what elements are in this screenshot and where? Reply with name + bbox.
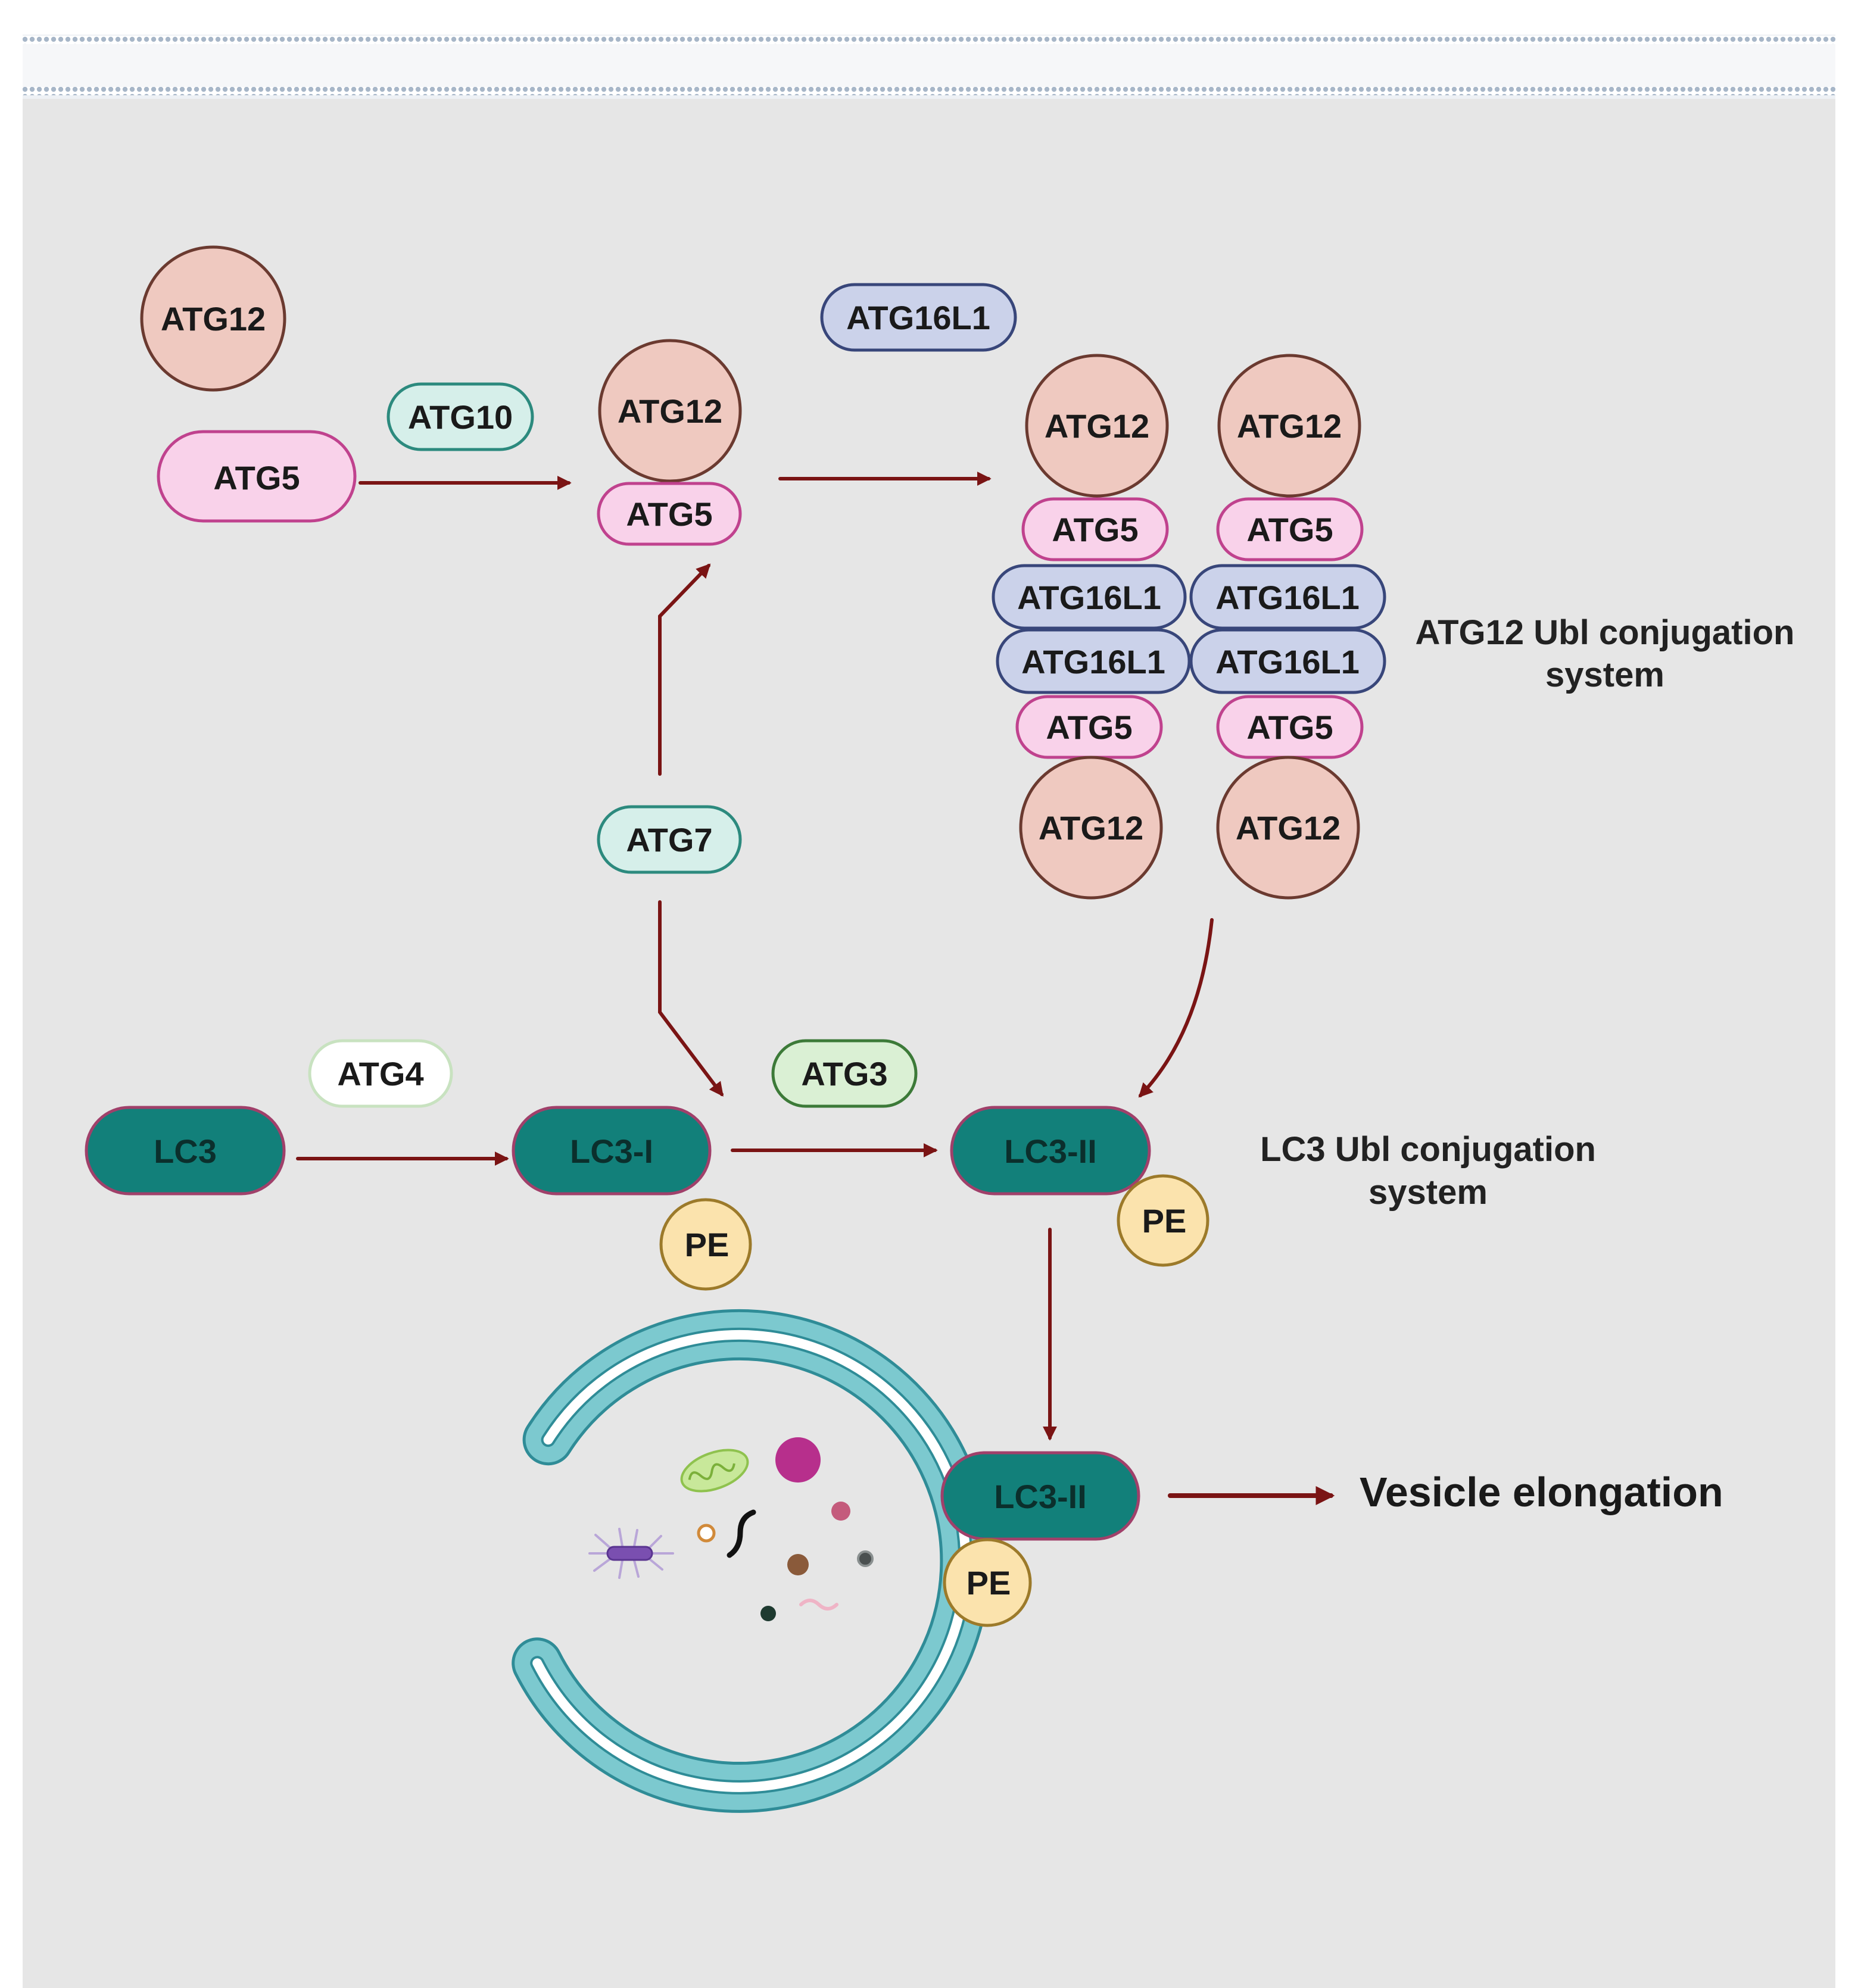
cargo-dot-gray-icon: [857, 1550, 874, 1567]
atg16l1-free-label: ATG16L1: [846, 299, 990, 336]
complex-atg12-top-left: ATG12: [1045, 407, 1149, 445]
complex-column-right: ATG12 ATG5 ATG16L1 ATG16L1 ATG5 ATG12: [1189, 354, 1386, 900]
lc3-i-protein: LC3-I: [512, 1106, 712, 1196]
arrows: [296, 472, 1335, 1505]
complex-atg16l1-upper-right: ATG16L1: [1215, 579, 1360, 616]
atg12-system-label-line2: system: [1545, 656, 1664, 694]
lc3-label: LC3: [154, 1132, 217, 1170]
atg12-atg5-conjugate: ATG12 ATG5: [597, 339, 742, 546]
atg10-enzyme: ATG10: [386, 382, 534, 451]
vesicle-elongation-label: Vesicle elongation: [1360, 1469, 1723, 1515]
atg4-enzyme: ATG4: [308, 1039, 453, 1108]
atg5-free-label: ATG5: [213, 459, 300, 497]
lc3-system-label-line1: LC3 Ubl conjugation: [1260, 1130, 1596, 1169]
complex-atg16l1-lower-left: ATG16L1: [1021, 643, 1165, 681]
pe-lipid-membrane: PE: [943, 1538, 1032, 1627]
atg12-free: ATG12: [140, 245, 286, 392]
complex-atg12-bottom-right: ATG12: [1236, 809, 1340, 847]
lc3-i-label: LC3-I: [570, 1132, 653, 1170]
arrow-complex-to-lc3-ii: [1138, 918, 1214, 1098]
arrow-atg7-to-lc3-i: [658, 900, 724, 1097]
mitochondrion-icon: [680, 1449, 749, 1493]
complex-atg16l1-upper-left: ATG16L1: [1017, 579, 1161, 616]
cargo-dot-brown-icon: [787, 1554, 809, 1575]
complex-atg5-bottom-left: ATG5: [1046, 709, 1132, 746]
cell-membrane: [23, 35, 1835, 99]
atg5-free: ATG5: [157, 430, 357, 523]
vesicle-cargo-icon: [775, 1437, 821, 1483]
atg10-label: ATG10: [408, 398, 513, 436]
lc3-protein: LC3: [85, 1106, 286, 1196]
lc3-ii-membrane-label: LC3-II: [994, 1478, 1087, 1515]
arrow-atg7-to-atg12-atg5: [658, 563, 711, 776]
complex-atg5-top-right: ATG5: [1246, 511, 1333, 548]
atg12-system-label-line1: ATG12 Ubl conjugation: [1416, 613, 1795, 652]
lc3-system-label-line2: system: [1368, 1173, 1488, 1212]
pe-lipid-lc3-ii: PE: [1117, 1174, 1209, 1267]
rna-strand-icon: [727, 1509, 756, 1558]
complex-atg12-bottom-left: ATG12: [1039, 809, 1143, 847]
atg3-label: ATG3: [801, 1055, 887, 1093]
lc3-ii-label: LC3-II: [1004, 1132, 1097, 1170]
pe-lipid-free: PE: [659, 1198, 752, 1291]
complex-atg5-top-left: ATG5: [1052, 511, 1138, 548]
cargo-dot-dark-icon: [760, 1606, 776, 1621]
bacterium-icon: [588, 1528, 674, 1579]
atg12-conjugate-label: ATG12: [618, 392, 722, 430]
pe-free-label: PE: [685, 1226, 730, 1263]
atg4-label: ATG4: [337, 1055, 423, 1093]
atg5-conjugate-label: ATG5: [626, 495, 712, 533]
atg3-enzyme: ATG3: [771, 1039, 918, 1108]
atg12-free-label: ATG12: [161, 300, 266, 338]
atg7-enzyme: ATG7: [597, 805, 742, 874]
lc3-ii-membrane-bound: LC3-II: [940, 1451, 1140, 1541]
cargo-dot-pink-icon: [831, 1502, 850, 1521]
atg7-label: ATG7: [626, 821, 712, 859]
phagophore-cargo: [588, 1437, 874, 1621]
atg16l1-free: ATG16L1: [820, 283, 1017, 352]
complex-atg5-bottom-right: ATG5: [1246, 709, 1333, 746]
pe-membrane-label: PE: [967, 1564, 1011, 1602]
complex-atg16l1-lower-right: ATG16L1: [1215, 643, 1360, 681]
pe-lc3-ii-label: PE: [1142, 1202, 1187, 1240]
complex-column-left: ATG12 ATG5 ATG16L1 ATG16L1 ATG5 ATG12: [992, 354, 1191, 900]
cargo-ring-icon: [697, 1524, 716, 1543]
cargo-squiggle-icon: [799, 1599, 838, 1611]
complex-atg12-top-right: ATG12: [1237, 407, 1342, 445]
lc3-ii-protein: LC3-II: [950, 1106, 1151, 1196]
